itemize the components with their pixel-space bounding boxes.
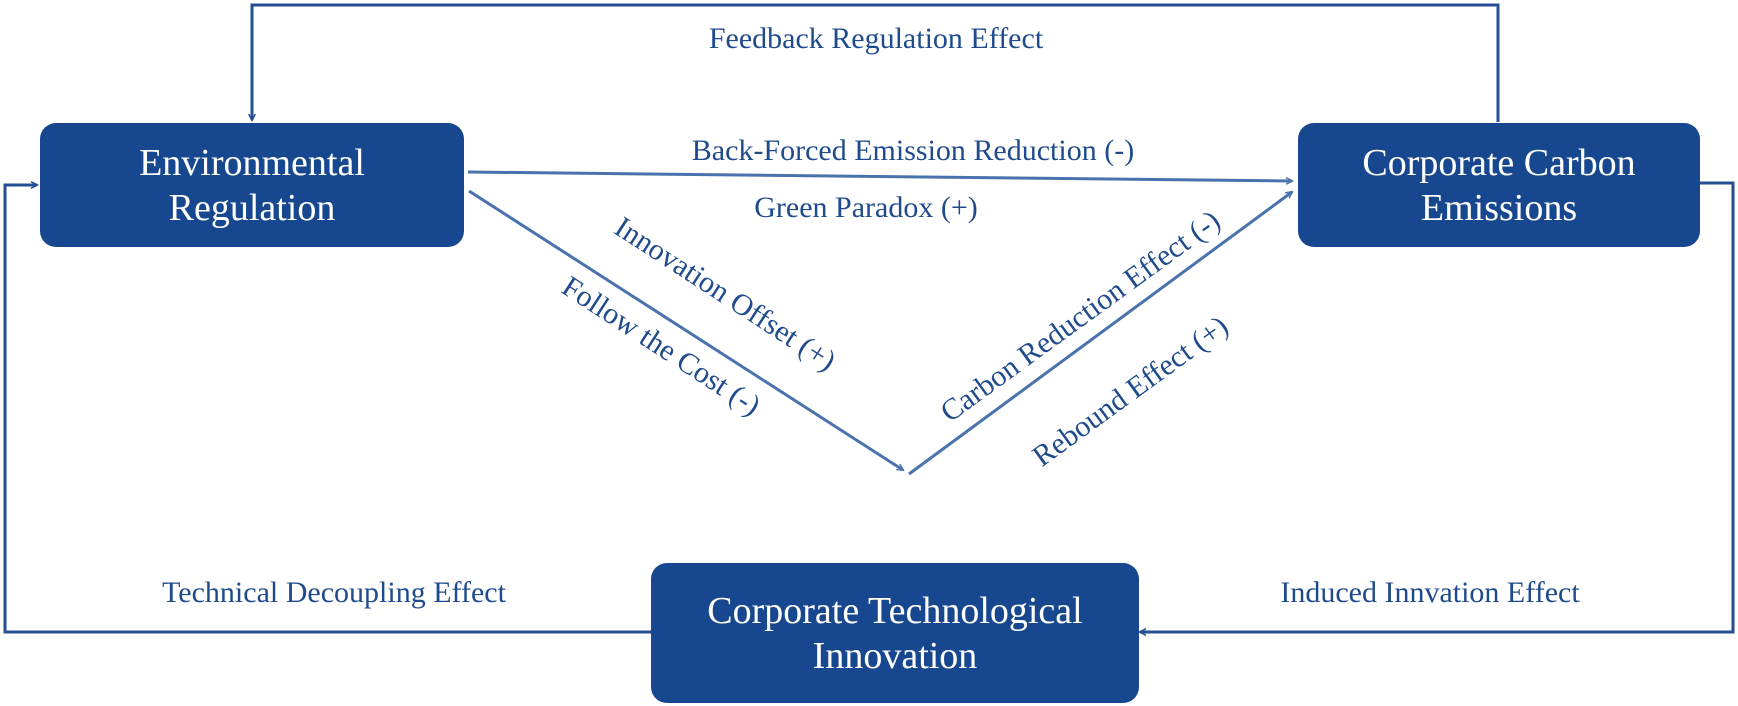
node-corporate-technological-innovation-line2: Innovation: [813, 635, 978, 677]
label-technical-decoupling-effect: Technical Decoupling Effect: [162, 576, 507, 609]
feedback-regulation-arrow: [252, 3, 1500, 122]
node-corporate-carbon-emissions: Corporate Carbon Emissions: [1298, 123, 1700, 247]
label-feedback-regulation-effect: Feedback Regulation Effect: [709, 22, 1044, 55]
technical-decoupling-arrow: [3, 185, 651, 634]
node-environmental-regulation-line2: Regulation: [169, 187, 336, 229]
innovation-offset-arrow: [468, 189, 903, 472]
direct-effect-arrow: [467, 170, 1292, 181]
label-green-paradox: Green Paradox (+): [754, 191, 978, 224]
node-corporate-carbon-emissions-line1: Corporate Carbon: [1362, 142, 1635, 184]
node-corporate-carbon-emissions-line2: Emissions: [1421, 187, 1577, 229]
label-induced-innovation-effect: Induced Innvation Effect: [1280, 576, 1580, 609]
label-back-forced-emission-reduction: Back-Forced Emission Reduction (-): [692, 134, 1134, 167]
induced-innovation-arrow: [1140, 181, 1735, 632]
node-environmental-regulation-line1: Environmental: [139, 142, 365, 184]
label-carbon-reduction-effect: Carbon Reduction Effect (-): [934, 204, 1226, 429]
node-corporate-technological-innovation-line1: Corporate Technological: [707, 590, 1082, 632]
node-environmental-regulation: Environmental Regulation: [40, 123, 464, 247]
carbon-reduction-arrow: [908, 192, 1292, 476]
node-corporate-technological-innovation: Corporate Technological Innovation: [651, 563, 1139, 703]
